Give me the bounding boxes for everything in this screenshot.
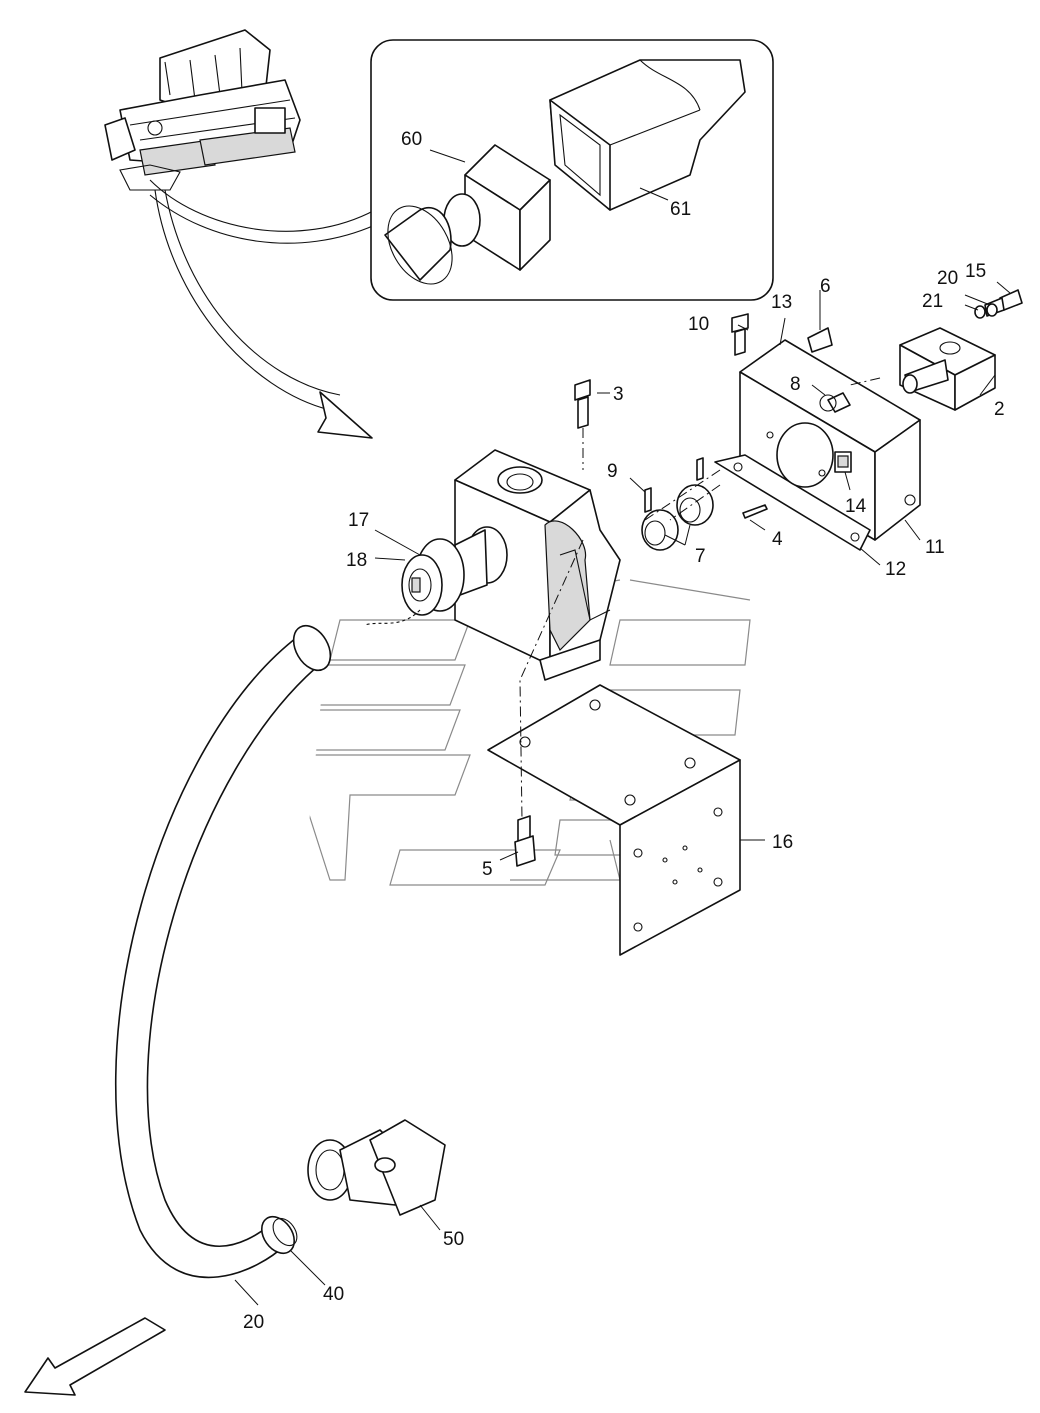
callout-16: 16	[772, 832, 793, 853]
motor-unit	[899, 327, 996, 411]
pointer-arrows	[149, 179, 376, 439]
hose	[115, 624, 332, 1279]
mounting-bracket	[487, 684, 741, 956]
callout-10: 10	[688, 314, 709, 335]
callout-13: 13	[771, 292, 792, 313]
cover-box	[714, 339, 921, 551]
callout-9: 9	[607, 461, 618, 482]
coupling-fitting	[364, 526, 508, 626]
fasteners	[514, 289, 1023, 867]
callout-20-hose: 20	[243, 1312, 264, 1333]
callout-40: 40	[323, 1284, 344, 1305]
callout-50: 50	[443, 1229, 464, 1250]
callout-11: 11	[925, 537, 945, 558]
callout-4: 4	[772, 529, 783, 550]
callout-14: 14	[845, 496, 867, 517]
callout-12: 12	[885, 559, 906, 580]
quick-coupling	[307, 1119, 446, 1216]
callout-8: 8	[790, 374, 801, 395]
callout-21: 21	[922, 291, 943, 312]
callout-6: 6	[820, 276, 831, 297]
callout-61: 61	[670, 199, 691, 220]
callout-5: 5	[482, 859, 493, 880]
exit-arrow	[24, 1317, 166, 1396]
callout-7: 7	[695, 546, 706, 567]
callout-60: 60	[401, 129, 422, 150]
callout-18: 18	[346, 550, 367, 571]
callout-15: 15	[965, 261, 986, 282]
callout-17: 17	[348, 510, 369, 531]
callout-2: 2	[994, 399, 1005, 420]
callout-3: 3	[613, 384, 624, 405]
callout-labels: 60 61 2 3 4 5 6 7 8 9 10 11 12 13 14 15 …	[243, 129, 1005, 1333]
leader-lines	[234, 149, 1011, 1306]
inset-detail-box	[370, 39, 774, 301]
milling-machine-illustration	[104, 29, 301, 191]
callout-20-washer: 20	[937, 268, 958, 289]
